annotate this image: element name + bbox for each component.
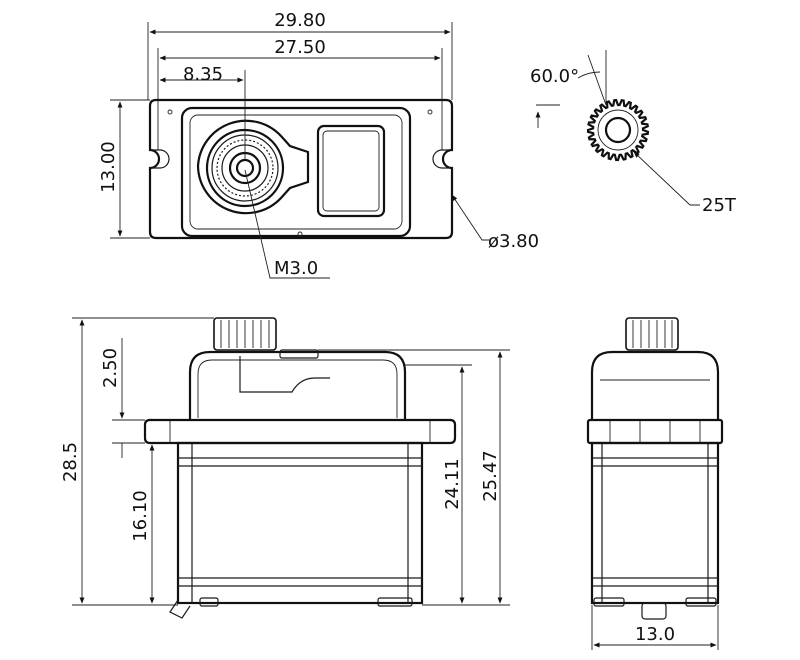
gear-bump (239, 356, 330, 393)
spline-gear-teeth (586, 98, 650, 162)
label-recess (316, 124, 386, 218)
total-height-label: 28.5 (60, 442, 81, 482)
cable-exit (169, 599, 191, 619)
side-foot-left (593, 597, 625, 607)
label-recess-inner (322, 130, 380, 212)
side-flange (586, 418, 724, 445)
height-to-flange-top-label: 24.11 (442, 458, 463, 510)
spline-bore (604, 116, 632, 144)
top-view-body-inner (189, 114, 403, 230)
screw-thread-leader (244, 169, 330, 279)
spline-angle-label: 60.0° (530, 66, 579, 87)
front-lower-body (176, 441, 424, 605)
side-spline (625, 317, 679, 351)
left-mount-slot (150, 149, 170, 169)
side-top-case (590, 350, 720, 420)
front-top-case (188, 350, 407, 420)
top-view: 29.80 27.50 8.35 13.00 M3.0 ø3.80 (98, 10, 539, 279)
side-foot-right (685, 597, 717, 607)
hole-diameter-label: ø3.80 (488, 231, 539, 252)
flange-pin-right (427, 109, 433, 115)
spline-teeth-label: 25T (702, 195, 737, 216)
mount-spacing-label: 27.50 (274, 37, 326, 58)
side-view: 13.0 (586, 317, 724, 650)
height-label: 13.00 (98, 141, 119, 193)
side-width-label: 13.0 (635, 624, 675, 645)
front-foot-left (199, 597, 219, 607)
spline-root-circle (597, 109, 639, 151)
top-view-flange (148, 98, 454, 240)
spline-teeth-leader (633, 151, 700, 206)
spline-gear (586, 98, 650, 162)
side-cable-boot (641, 602, 667, 620)
front-spline-ridges (220, 320, 270, 348)
right-mount-slot (432, 149, 452, 169)
side-spline-ridges (632, 320, 673, 348)
front-foot-right (377, 597, 413, 607)
screw-thread-label: M3.0 (274, 258, 318, 279)
overall-width-label: 29.80 (274, 10, 326, 31)
top-view-body (180, 106, 412, 238)
output-spline-ring (216, 139, 274, 197)
gear-housing (196, 119, 310, 215)
front-view: 28.5 2.50 16.10 24.11 25.47 (60, 317, 510, 619)
screw-hole (235, 158, 255, 178)
angle-arc (577, 71, 601, 79)
flange-pin-left (167, 109, 173, 115)
side-lower-body (590, 441, 720, 605)
flange-pin-bottom (297, 231, 303, 237)
height-to-case-top-label: 25.47 (480, 450, 501, 502)
spline-view: 60.0° 25T (530, 50, 737, 216)
body-to-flange-label: 16.10 (130, 490, 151, 542)
spline-height-label: 2.50 (100, 348, 121, 388)
shaft-offset-label: 8.35 (183, 64, 223, 85)
front-flange (143, 418, 457, 445)
hole-diameter-leader (451, 194, 490, 241)
